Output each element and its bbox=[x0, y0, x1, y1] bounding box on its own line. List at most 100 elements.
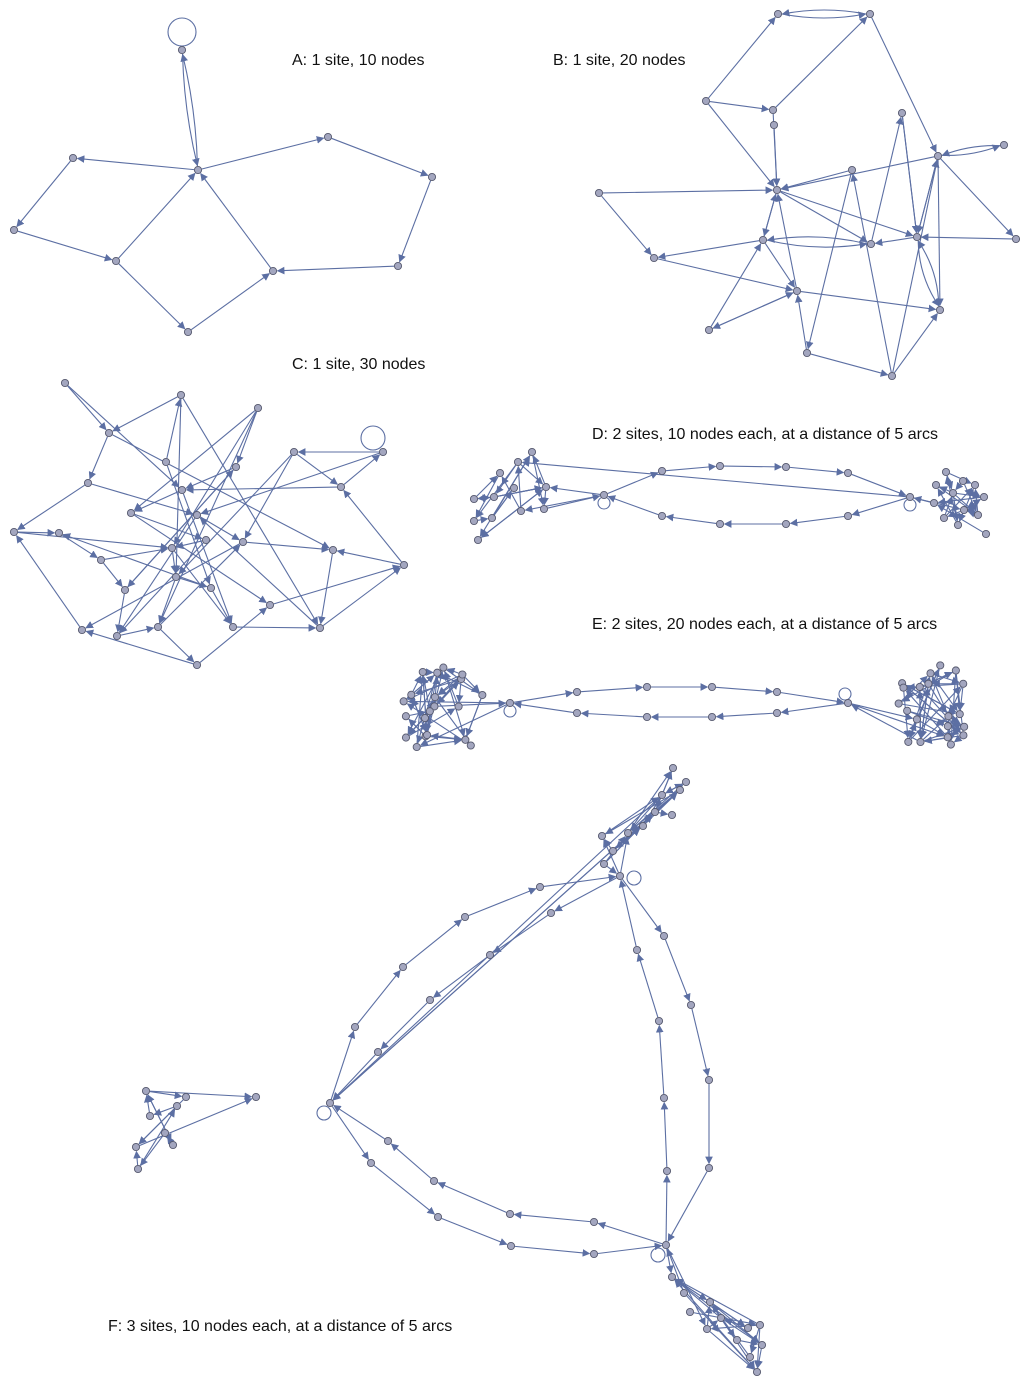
panel-e-edge bbox=[407, 670, 442, 735]
panel-a-edge bbox=[180, 53, 199, 167]
panel-e-edge bbox=[851, 703, 945, 738]
panel-c-node bbox=[231, 462, 241, 472]
panel-d-node bbox=[495, 468, 505, 478]
panel-b-edge bbox=[775, 16, 868, 108]
panel-e-edge bbox=[420, 737, 462, 747]
panel-f-node bbox=[657, 790, 667, 800]
panel-c-node bbox=[167, 543, 177, 553]
panel-e-node bbox=[959, 731, 968, 740]
panel-b-edges bbox=[601, 8, 1014, 377]
panel-b-edge bbox=[772, 128, 781, 187]
panel-d-node bbox=[469, 516, 479, 526]
panel-f-node bbox=[366, 1158, 376, 1168]
panel-f-edge bbox=[330, 1030, 356, 1100]
panel-a-edge bbox=[76, 155, 195, 171]
panel-e-node bbox=[915, 682, 924, 691]
panel-a-edge bbox=[276, 265, 395, 275]
panel-c-node bbox=[228, 622, 238, 632]
panel-e-node bbox=[943, 733, 952, 742]
panel-d-node bbox=[715, 519, 725, 529]
panel-f-node bbox=[661, 1240, 671, 1250]
panel-e-edge bbox=[429, 734, 462, 743]
panel-f-node bbox=[757, 1340, 767, 1350]
panel-e-edge bbox=[780, 703, 845, 716]
panel-c-node bbox=[104, 428, 114, 438]
panel-c-node bbox=[126, 508, 136, 518]
panel-d-node bbox=[953, 520, 963, 530]
panel-f-edge bbox=[390, 1143, 432, 1179]
panel-b-node bbox=[866, 239, 876, 249]
panel-f-node bbox=[589, 1249, 599, 1259]
panel-d-edge bbox=[665, 513, 717, 524]
panel-b-edge bbox=[763, 193, 778, 237]
panel-f-node bbox=[460, 912, 470, 922]
panel-a-edge bbox=[17, 230, 113, 262]
panel-c-edge bbox=[185, 468, 233, 490]
panel-c-edge bbox=[178, 454, 292, 575]
panel-c-edge bbox=[112, 396, 178, 432]
panel-e-node bbox=[439, 663, 448, 672]
panel-f-edge bbox=[441, 1217, 508, 1246]
panel-f-node bbox=[131, 1142, 141, 1152]
panel-f-node bbox=[659, 931, 669, 941]
panel-e-edge bbox=[910, 711, 945, 726]
panel-e-node bbox=[420, 714, 430, 723]
panel-d-node bbox=[509, 483, 519, 493]
panel-b-node bbox=[594, 188, 604, 198]
panel-a-node bbox=[323, 132, 333, 142]
panel-d-node bbox=[541, 482, 551, 492]
panel-f-graph bbox=[131, 763, 767, 1377]
panel-e-node bbox=[454, 702, 463, 711]
panel-c-edge bbox=[115, 593, 125, 633]
panel-c-node bbox=[77, 625, 87, 635]
panel-a-graph bbox=[9, 17, 437, 337]
panel-d-node bbox=[715, 461, 725, 471]
panel-b-node bbox=[758, 235, 768, 245]
panel-e-node bbox=[430, 693, 440, 702]
panel-f-edge bbox=[629, 771, 671, 831]
panel-d-node bbox=[958, 476, 968, 486]
panel-d-node bbox=[539, 504, 549, 514]
panel-e-node bbox=[458, 670, 467, 679]
panel-f-node bbox=[383, 1136, 393, 1146]
panel-b-node bbox=[701, 96, 711, 106]
panel-e-node bbox=[418, 667, 427, 677]
panel-b-node bbox=[802, 348, 812, 358]
panel-c-node bbox=[206, 583, 216, 593]
panel-d-label: D: 2 sites, 10 nodes each, at a distance… bbox=[592, 426, 938, 443]
panel-c-node bbox=[54, 528, 64, 538]
panel-c-edge bbox=[343, 489, 402, 563]
panel-d-edge bbox=[520, 464, 544, 485]
panel-d-node bbox=[657, 511, 667, 521]
panel-d-edge bbox=[477, 494, 491, 502]
panel-b-node bbox=[897, 108, 907, 118]
panel-b-edge bbox=[871, 17, 937, 153]
panel-d-edge bbox=[851, 497, 907, 517]
panel-f-node bbox=[623, 828, 633, 838]
panel-f-node bbox=[429, 1176, 439, 1186]
panel-a-label: A: 1 site, 10 nodes bbox=[292, 52, 425, 69]
panel-f-node bbox=[675, 785, 685, 795]
panel-f-node bbox=[732, 1335, 742, 1345]
panel-e-edge bbox=[715, 712, 774, 721]
panel-e-node bbox=[572, 708, 582, 718]
panel-c-edge bbox=[17, 528, 56, 537]
panel-b-edge bbox=[795, 294, 807, 350]
panel-b-nodes bbox=[594, 9, 1020, 381]
panel-b-edge bbox=[709, 100, 770, 113]
panel-b-edge bbox=[916, 159, 938, 234]
panel-f-edge bbox=[597, 1221, 663, 1245]
panel-c-edge bbox=[236, 624, 317, 632]
panel-e-edge bbox=[438, 699, 507, 708]
panel-d-node bbox=[781, 462, 791, 472]
panel-b-edge bbox=[810, 353, 889, 377]
panel-f-edge bbox=[662, 1174, 671, 1242]
panel-d-node bbox=[941, 467, 951, 477]
panel-e-edge bbox=[414, 679, 458, 695]
panel-e-node bbox=[707, 682, 717, 692]
panel-f-node bbox=[705, 1297, 715, 1307]
panel-f-node bbox=[398, 962, 408, 972]
panel-f-edge bbox=[380, 1002, 428, 1050]
panel-f-node bbox=[681, 777, 691, 787]
